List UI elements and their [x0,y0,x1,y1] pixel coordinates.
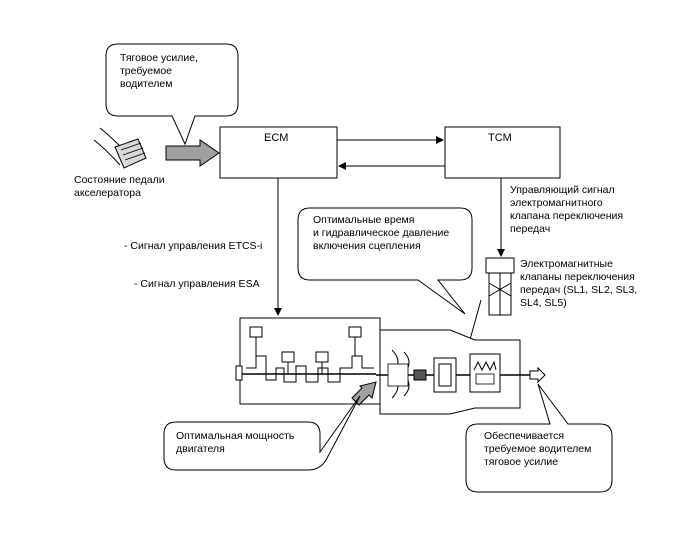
optimal-time-callout [297,207,473,315]
optimal-power-callout [163,395,361,471]
pedal-to-ecm-arrow [165,139,220,167]
tcm-box [444,126,561,179]
accelerator-pedal-icon [93,127,147,169]
etcs-signal-text: - Сигнал управления ETCS-i [124,240,263,252]
provided-force-text: Обеспечивается требуемое водителем тягов… [484,430,592,468]
engine-icon [235,317,381,405]
solenoid-valve-icon [485,257,515,316]
pedal-state-text: Состояние педали акселератора [74,174,165,199]
tcm-label: TCM [488,132,512,144]
esa-signal-text: - Сигнал управления ESA [134,278,260,290]
optimal-time-text: Оптимальные время и гидравлическое давле… [313,214,450,252]
solenoid-control-text: Управляющий сигнал электромагнитного кла… [510,184,624,235]
ecm-box [219,126,338,179]
driver-force-text: Тяговое усилие, требуемое водителем [120,52,199,90]
optimal-power-text: Оптимальная мощность двигателя [176,430,295,455]
provided-force-callout [465,383,613,493]
driver-force-callout [105,43,239,146]
ecm-label: ECM [264,132,289,144]
transmission-icon [376,329,532,415]
solenoid-valves-text: Электромагнитные клапаны переключения пе… [520,258,638,309]
output-arrow [529,366,546,384]
